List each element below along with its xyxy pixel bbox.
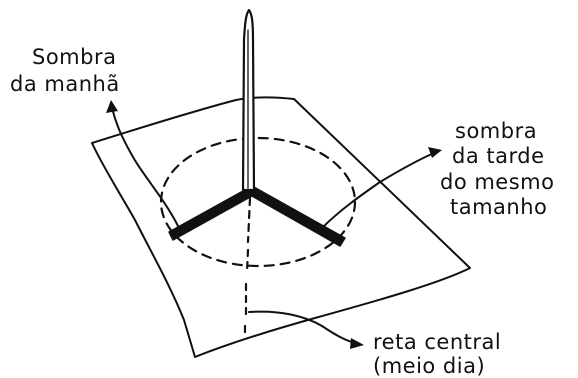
central-arrow-head xyxy=(350,338,364,349)
morning-arrow-head xyxy=(106,100,118,113)
afternoon-shadow-label-line3: do mesmo xyxy=(440,170,554,194)
paper-sheet xyxy=(91,96,471,358)
afternoon-shadow-label-line4: tamanho xyxy=(450,195,547,219)
morning-arrow-line xyxy=(111,107,179,227)
central-line-label-line1: reta central xyxy=(373,330,501,354)
dashed-circle xyxy=(159,136,357,268)
morning-shadow-label-line2: da manhã xyxy=(10,72,120,96)
central-line-dashed xyxy=(246,196,252,244)
central-line-label-line2: (meio dia) xyxy=(373,354,485,378)
afternoon-arrow-head xyxy=(428,147,442,158)
central-line-solid xyxy=(243,248,250,340)
morning-shadow-label-line1: Sombra xyxy=(32,45,116,69)
afternoon-arrow-line xyxy=(321,152,435,229)
morning-shadow xyxy=(168,185,253,241)
afternoon-shadow xyxy=(251,185,346,247)
afternoon-shadow-label-line1: sombra xyxy=(455,119,537,143)
central-arrow-line xyxy=(248,310,356,344)
afternoon-shadow-label-line2: da tarde xyxy=(452,144,545,168)
